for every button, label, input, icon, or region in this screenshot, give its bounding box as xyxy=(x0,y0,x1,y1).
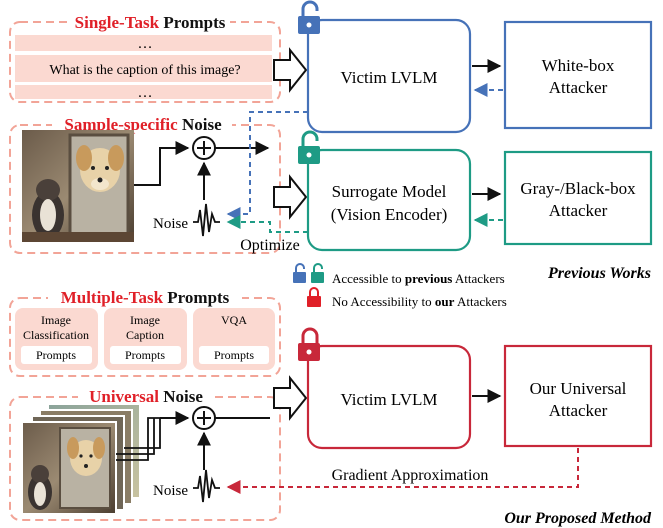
single-task-prompts-title: Single-Task Prompts xyxy=(75,13,226,32)
photo-to-plus-arrow xyxy=(134,141,190,186)
victim-lvlm-top-label: Victim LVLM xyxy=(340,68,437,87)
noise-waveform-icon-bottom xyxy=(193,469,220,503)
single-task-prompts-group: Single-Task Prompts … What is the captio… xyxy=(9,10,281,103)
gradient-approximation-dashed-arrow xyxy=(226,448,579,494)
gradient-approximation-label: Gradient Approximation xyxy=(332,467,489,484)
white-box-label-line1: White-box xyxy=(542,56,615,75)
universal-noise-title: Universal Noise xyxy=(89,387,203,406)
hollow-arrow-to-victim xyxy=(273,47,308,93)
svg-text:Image: Image xyxy=(41,313,71,327)
locked-lock-icon-red xyxy=(298,327,320,361)
legend-accessible-text: Accessible to previous Attackers xyxy=(332,271,505,286)
svg-text:Classification: Classification xyxy=(23,328,89,342)
dog-cat-photo xyxy=(22,130,134,242)
legend-unlocked-blue-icon xyxy=(293,263,306,283)
hollow-arrow-to-victim-bottom xyxy=(273,375,308,421)
ellipsis-bottom: … xyxy=(138,85,153,101)
prompt-row-ellipsis-bottom xyxy=(15,85,272,99)
our-universal-attacker-box: Our Universal Attacker xyxy=(503,344,653,448)
noise-label-top: Noise xyxy=(153,216,188,232)
photo-line-2 xyxy=(116,418,155,455)
sample-specific-noise-group: Sample-specific Noise xyxy=(9,112,281,254)
our-attacker-label-line2: Attacker xyxy=(549,401,608,420)
optimize-dashed-arrow xyxy=(226,215,308,233)
gray-black-box-attacker-box: Gray-/Black-box Attacker xyxy=(503,150,653,246)
prompt-row-ellipsis-top xyxy=(15,35,272,51)
task-card-vqa: VQA Prompts xyxy=(193,308,275,370)
photo-line-3 xyxy=(124,418,161,449)
legend-unlocked-teal-icon xyxy=(311,263,324,283)
prompt-row-example xyxy=(15,55,272,82)
legend: Accessible to previous Attackers No Acce… xyxy=(293,263,651,309)
ellipsis-top: … xyxy=(138,36,153,52)
legend-locked-red-icon xyxy=(307,287,321,307)
victim-lvlm-top-box: Victim LVLM xyxy=(306,18,472,134)
our-proposed-method-label: Our Proposed Method xyxy=(504,510,652,527)
unlocked-lock-icon-teal xyxy=(298,130,320,164)
victim-lvlm-bottom-label: Victim LVLM xyxy=(340,390,437,409)
graybox-label-line1: Gray-/Black-box xyxy=(520,179,636,198)
surrogate-label-line2: (Vision Encoder) xyxy=(331,205,448,224)
svg-text:Prompts: Prompts xyxy=(125,348,165,362)
surrogate-model-box: Surrogate Model (Vision Encoder) xyxy=(306,148,472,252)
white-box-label-line2: Attacker xyxy=(549,78,608,97)
svg-text:Prompts: Prompts xyxy=(214,348,254,362)
universal-noise-group: Universal Noise xyxy=(9,384,281,521)
noise-label-bottom: Noise xyxy=(153,483,188,499)
multiple-task-prompts-title: Multiple-Task Prompts xyxy=(61,288,230,307)
task-card-classification: Image Classification Prompts xyxy=(15,308,98,370)
victim-to-noise-dashed-arrow xyxy=(226,111,308,221)
victim-lvlm-bottom-box: Victim LVLM xyxy=(306,344,472,450)
svg-text:VQA: VQA xyxy=(221,313,247,327)
surrogate-label-line1: Surrogate Model xyxy=(332,182,447,201)
noise-waveform-icon xyxy=(193,203,220,237)
previous-works-label: Previous Works xyxy=(547,265,651,282)
white-box-attacker-box: White-box Attacker xyxy=(503,20,653,130)
unlocked-lock-icon-blue xyxy=(298,0,320,34)
graybox-label-line2: Attacker xyxy=(549,201,608,220)
add-operator-icon xyxy=(192,136,216,160)
stacked-photos xyxy=(21,403,141,515)
our-attacker-label-line1: Our Universal xyxy=(530,379,627,398)
optimize-label: Optimize xyxy=(240,237,300,254)
svg-text:Image: Image xyxy=(130,313,160,327)
task-card-caption: Image Caption Prompts xyxy=(104,308,187,370)
multiple-task-prompts-group: Multiple-Task Prompts Image Classificati… xyxy=(9,286,281,377)
add-operator-icon-bottom xyxy=(192,406,216,430)
svg-text:Caption: Caption xyxy=(126,328,164,342)
prompt-example-text: What is the caption of this image? xyxy=(49,63,240,78)
legend-no-access-text: No Accessibility to our Attackers xyxy=(332,294,507,309)
svg-text:Prompts: Prompts xyxy=(36,348,76,362)
hollow-arrow-to-surrogate xyxy=(273,174,308,220)
sample-specific-noise-title: Sample-specific Noise xyxy=(64,115,222,134)
